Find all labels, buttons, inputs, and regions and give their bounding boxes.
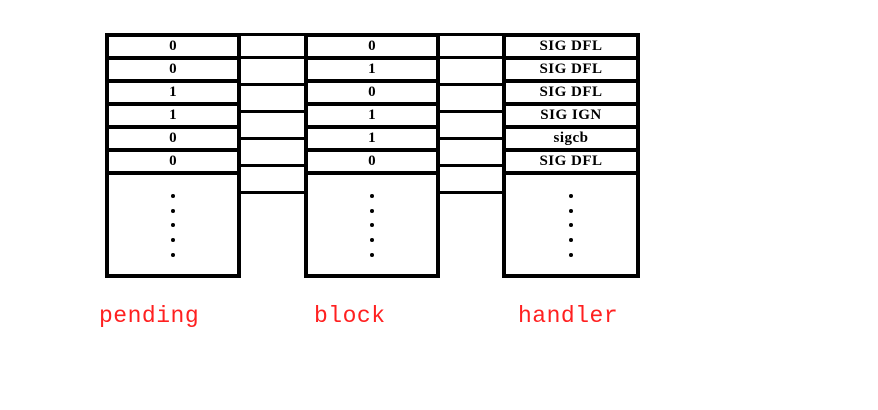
cell-block-continuation	[308, 175, 436, 274]
continuation-dot	[569, 208, 573, 213]
cell-handler-3: SIG IGN	[506, 106, 636, 129]
connector-line	[440, 56, 502, 59]
connector-line	[241, 56, 304, 59]
continuation-dot	[569, 238, 573, 243]
connector-line	[440, 164, 502, 167]
cell-block-2: 0	[308, 83, 436, 106]
connector-line	[241, 137, 304, 140]
cell-pending-4: 0	[109, 129, 237, 152]
cell-handler-continuation	[506, 175, 636, 274]
cell-block-1: 1	[308, 60, 436, 83]
column-pending: 0 0 1 1 0 0	[105, 33, 241, 278]
connectors-block-handler	[440, 33, 502, 278]
continuation-dot	[171, 238, 175, 243]
connector-line	[440, 33, 502, 36]
cell-pending-0: 0	[109, 37, 237, 60]
connector-line	[241, 164, 304, 167]
cell-handler-2: SIG DFL	[506, 83, 636, 106]
cell-pending-1: 0	[109, 60, 237, 83]
connector-line	[440, 137, 502, 140]
column-handler: SIG DFL SIG DFL SIG DFL SIG IGN sigcb SI…	[502, 33, 640, 278]
continuation-dot	[171, 253, 175, 258]
connector-line	[440, 191, 502, 194]
cell-handler-0: SIG DFL	[506, 37, 636, 60]
connector-line	[440, 110, 502, 113]
continuation-dot	[569, 223, 573, 228]
continuation-dot	[370, 238, 374, 243]
cell-pending-3: 1	[109, 106, 237, 129]
continuation-dot	[370, 208, 374, 213]
label-pending: pending	[99, 303, 200, 329]
connector-line	[241, 83, 304, 86]
continuation-dot	[370, 223, 374, 228]
label-block: block	[314, 303, 386, 329]
continuation-dot	[171, 208, 175, 213]
cell-pending-5: 0	[109, 152, 237, 175]
continuation-dot	[171, 193, 175, 198]
connector-line	[241, 33, 304, 36]
continuation-dot	[171, 223, 175, 228]
cell-block-0: 0	[308, 37, 436, 60]
continuation-dot	[370, 253, 374, 258]
connector-line	[440, 83, 502, 86]
cell-block-4: 1	[308, 129, 436, 152]
label-handler: handler	[518, 303, 619, 329]
continuation-dot	[370, 193, 374, 198]
cell-block-5: 0	[308, 152, 436, 175]
cell-handler-5: SIG DFL	[506, 152, 636, 175]
connector-line	[241, 110, 304, 113]
column-block: 0 1 0 1 1 0	[304, 33, 440, 278]
connectors-pending-block	[241, 33, 304, 278]
cell-pending-continuation	[109, 175, 237, 274]
continuation-dot	[569, 253, 573, 258]
cell-handler-4: sigcb	[506, 129, 636, 152]
continuation-dot	[569, 193, 573, 198]
cell-pending-2: 1	[109, 83, 237, 106]
cell-block-3: 1	[308, 106, 436, 129]
cell-handler-1: SIG DFL	[506, 60, 636, 83]
connector-line	[241, 191, 304, 194]
